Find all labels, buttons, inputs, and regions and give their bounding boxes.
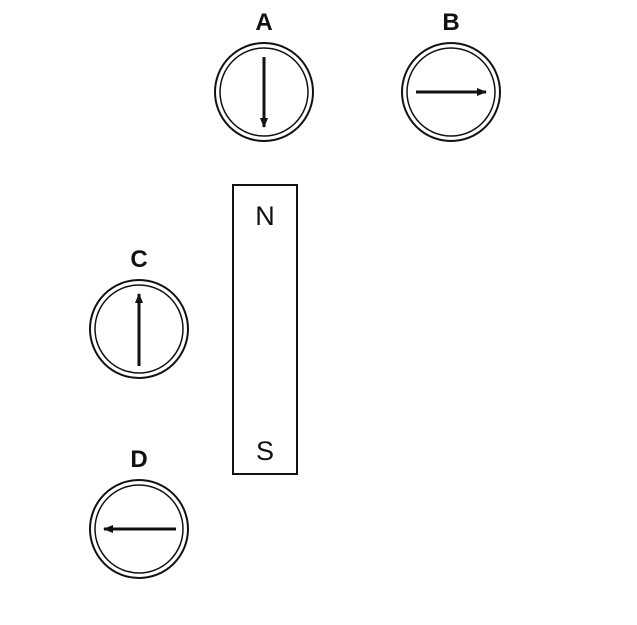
compass-a-inner-ring [219,47,309,137]
compass-b-label: B [442,9,459,36]
compass-a-label: A [255,9,272,36]
compass-c-label: C [130,246,147,273]
compass-b: B [401,9,501,142]
compass-b-inner-ring [406,47,496,137]
compass-d-label: D [130,446,147,473]
compass-d-inner-ring [94,484,184,574]
compass-d-outer-ring [89,479,189,579]
bar-magnet-body [232,184,298,475]
compass-b-outer-ring [401,42,501,142]
compass-a-outer-ring [214,42,314,142]
compass-c: C [89,246,189,379]
magnet-south-pole-label: S [256,436,274,466]
compass-c-inner-ring [94,284,184,374]
magnet-north-pole-label: N [255,201,275,231]
compass-a: A [214,9,314,142]
compass-c-outer-ring [89,279,189,379]
compass-d: D [89,446,189,579]
bar-magnet: N S [232,184,298,475]
